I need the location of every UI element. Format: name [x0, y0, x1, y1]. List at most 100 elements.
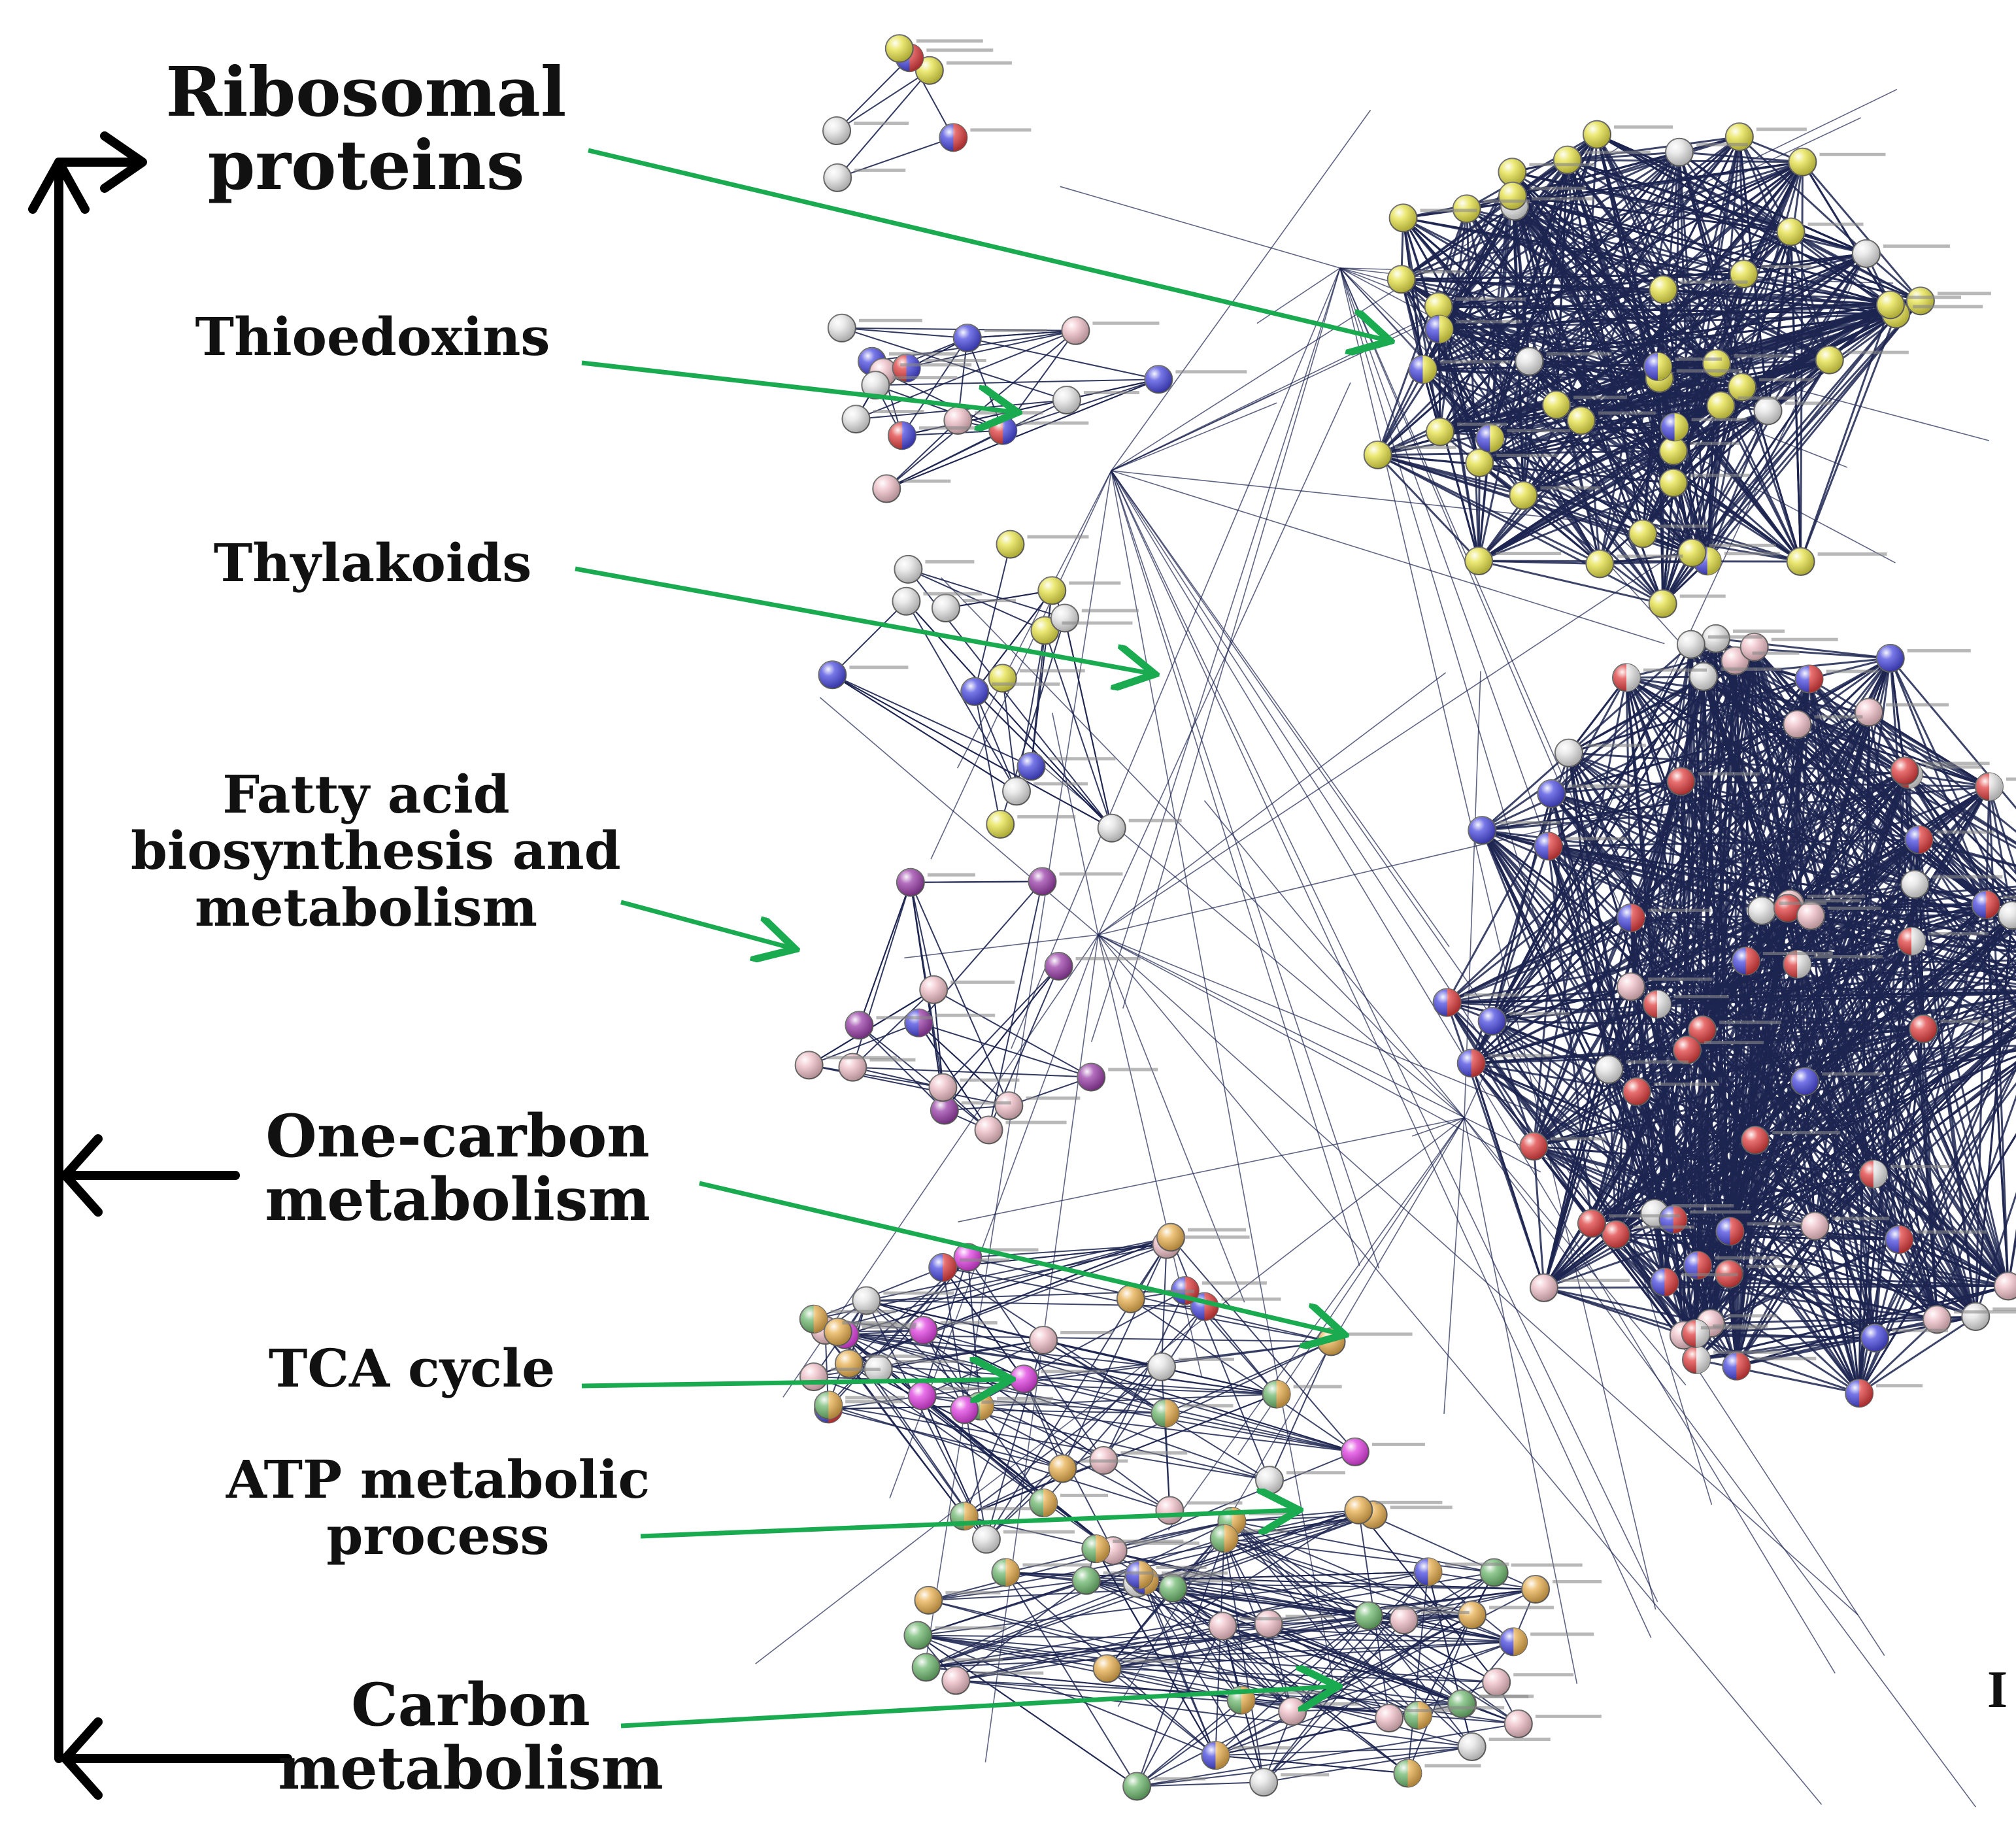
network-nodes [794, 34, 2016, 1801]
node-label-mark [1182, 1404, 1234, 1407]
network-edge [1590, 1049, 1688, 1224]
node-label-mark [1445, 1562, 1509, 1566]
network-edge [1470, 1062, 1875, 1339]
node-label-mark [1048, 757, 1116, 761]
network-edge [1402, 217, 1601, 565]
network-edge [858, 1024, 945, 1111]
network-edge [1808, 679, 1938, 1320]
network-edge [1528, 360, 1674, 484]
node-label-mark [927, 873, 975, 877]
network-edge [1533, 1145, 1593, 1224]
network-edge [1339, 267, 1571, 811]
network-edge [1009, 1076, 1092, 1107]
network-edge [1695, 1068, 2016, 1360]
network-edge [1466, 208, 1675, 484]
protein-node [838, 1053, 867, 1082]
network-edge [1988, 786, 2013, 916]
node-label-mark [1921, 762, 1990, 766]
network-edge [918, 1022, 1092, 1078]
network-edge [1625, 677, 1704, 1030]
protein-node [928, 1253, 958, 1282]
node-label-mark [1876, 1384, 1923, 1388]
protein-node [852, 1286, 881, 1315]
protein-node [1753, 396, 1783, 426]
node-label-mark [1113, 1540, 1184, 1543]
network-edge [1680, 781, 1876, 1339]
protein-node [1622, 1077, 1651, 1106]
network-edge [918, 1634, 1497, 1683]
protein-node [1447, 1689, 1477, 1719]
protein-node [1658, 1205, 1688, 1234]
network-edge [1491, 1020, 1938, 1321]
protein-node [994, 1091, 1024, 1121]
node-label-mark [1822, 1072, 1884, 1076]
node-label-mark [1608, 1214, 1680, 1218]
network-edge [1481, 643, 1692, 832]
protein-node [952, 324, 982, 353]
node-label-mark [926, 48, 994, 52]
protein-node [1151, 1398, 1180, 1428]
protein-node [1741, 1126, 1770, 1155]
network-edge [1231, 1521, 1390, 1719]
network-edge [1522, 252, 1867, 497]
protein-node [1687, 1015, 1717, 1045]
label-carbon-line1: Carbon [351, 1670, 590, 1740]
network-edge [1715, 231, 1792, 364]
protein-node [823, 1317, 852, 1347]
protein-node [1616, 903, 1645, 932]
node-label-mark [1420, 1611, 1470, 1615]
label-atp-metabolic: ATP metabolic process [216, 1451, 660, 1564]
node-label-mark [935, 1013, 996, 1017]
network-edge [1481, 675, 1704, 832]
protein-node [1585, 549, 1615, 579]
arrow-to-atp [640, 1510, 1294, 1539]
protein-node [1052, 386, 1081, 415]
protein-node [799, 1362, 828, 1392]
node-label-mark [830, 1309, 896, 1313]
network-edge [1566, 160, 1659, 367]
node-label-mark [1647, 908, 1711, 912]
network-edge [1001, 678, 1018, 792]
network-edge [836, 69, 930, 131]
node-label-mark [1059, 872, 1123, 876]
node-label-mark [973, 1671, 1044, 1675]
node-label-mark [1779, 902, 1827, 905]
node-label-mark [1614, 125, 1673, 129]
node-label-mark [1509, 1012, 1570, 1016]
node-label-mark [1529, 163, 1594, 167]
network-edge [1060, 186, 1341, 269]
protein-node [1688, 662, 1718, 692]
protein-node [1876, 290, 1906, 320]
protein-node [1553, 145, 1582, 175]
protein-node [1701, 624, 1730, 653]
protein-node [1537, 779, 1566, 808]
node-label-mark [1092, 321, 1160, 325]
network-edge [1596, 133, 1769, 412]
network-edge [918, 1634, 1462, 1705]
node-label-mark [946, 61, 1012, 65]
node-label-mark [1371, 1442, 1425, 1446]
node-label-mark [1285, 1614, 1334, 1618]
protein-node [1340, 1437, 1369, 1466]
protein-node [1611, 663, 1641, 692]
network-edge [1551, 792, 1874, 1175]
network-edge [928, 1579, 1086, 1601]
node-label-mark [1005, 1121, 1067, 1124]
node-label-mark [1496, 453, 1558, 457]
network-edge [832, 674, 1113, 829]
network-edge [1491, 769, 1906, 1022]
protein-node [818, 660, 847, 690]
network-edge [1755, 1139, 1816, 1227]
network-edge [1165, 1412, 1356, 1453]
protein-node [953, 1243, 983, 1272]
protein-node [861, 371, 890, 400]
network-edge [852, 989, 934, 1068]
protein-node [1672, 1036, 1702, 1065]
protein-node [799, 1304, 828, 1334]
network-edge [1580, 152, 1681, 421]
network-edge [866, 1300, 1205, 1307]
network-edge [1137, 1509, 1359, 1584]
network-edge [1479, 462, 1708, 562]
protein-node [1515, 346, 1544, 376]
protein-node [991, 1558, 1020, 1587]
